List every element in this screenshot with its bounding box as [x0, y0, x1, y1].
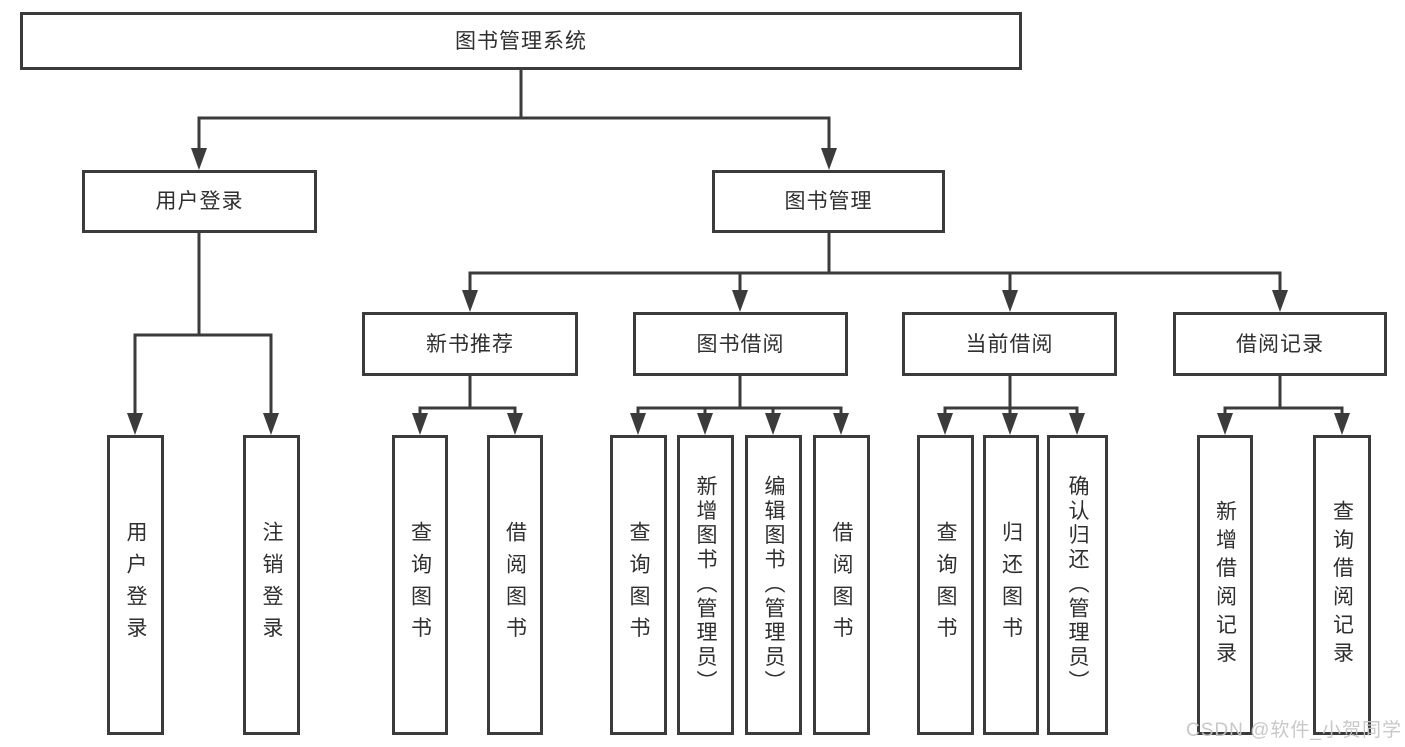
- node-book-management: 图书管理: [712, 170, 945, 233]
- leaf-logout: 注销登录: [243, 435, 300, 735]
- node-new-book-recommend: 新书推荐: [362, 312, 578, 376]
- csdn-watermark: CSDN @软件_小贺同学: [1186, 720, 1402, 741]
- leaf-edit-book-admin: 编辑图书（管理员）: [745, 435, 802, 735]
- node-root: 图书管理系统: [20, 12, 1022, 70]
- leaf-borrow-books-recommend: 借阅图书: [487, 435, 543, 735]
- node-user-login: 用户登录: [82, 170, 317, 233]
- leaf-add-book-admin: 新增图书（管理员）: [677, 435, 734, 735]
- leaf-query-books-current: 查询图书: [917, 435, 974, 735]
- node-book-borrowing: 图书借阅: [633, 312, 848, 376]
- leaf-borrow-books-borrowing: 借阅图书: [813, 435, 870, 735]
- leaf-user-login: 用户登录: [107, 435, 164, 735]
- leaf-add-borrow-record: 新增借阅记录: [1197, 435, 1253, 735]
- leaf-confirm-return-admin: 确认归还（管理员）: [1047, 435, 1108, 735]
- node-borrowing-records: 借阅记录: [1173, 312, 1387, 376]
- node-current-borrowing: 当前借阅: [902, 312, 1117, 376]
- leaf-query-books-borrowing: 查询图书: [610, 435, 667, 735]
- leaf-query-borrow-record: 查询借阅记录: [1313, 435, 1371, 735]
- leaf-query-books-recommend: 查询图书: [392, 435, 448, 735]
- leaf-return-book: 归还图书: [983, 435, 1039, 735]
